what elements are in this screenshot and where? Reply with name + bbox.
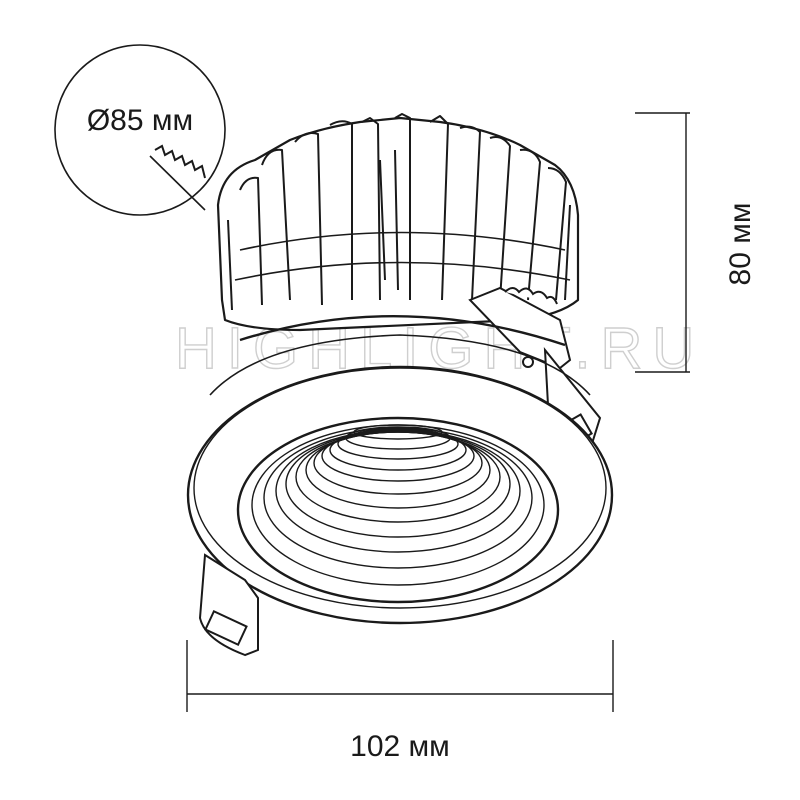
- height-dimension: [635, 112, 690, 373]
- reflector: [236, 416, 560, 604]
- outer-diameter-label: 102 мм: [350, 730, 450, 763]
- cutout-callout: Ø85 мм: [54, 44, 226, 216]
- mounting-bracket: [198, 553, 259, 657]
- height-label: 80 мм: [724, 203, 757, 286]
- width-dimension: [186, 640, 614, 712]
- cutout-diameter-label: Ø85 мм: [87, 104, 193, 137]
- heatsink-fins: [227, 113, 571, 311]
- heatsink: [216, 113, 580, 332]
- ceiling-thickness-line: [149, 155, 206, 211]
